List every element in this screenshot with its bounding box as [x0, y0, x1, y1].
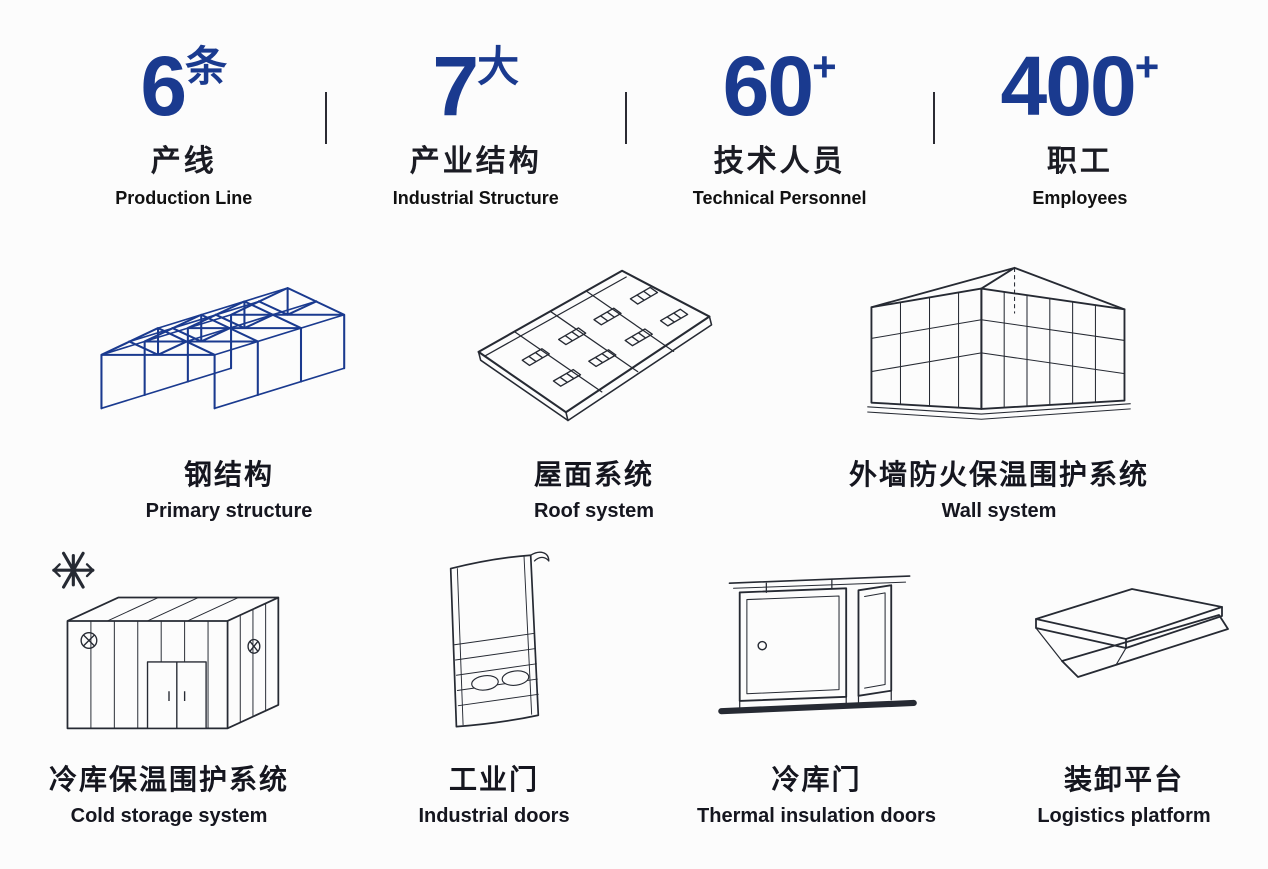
caption-en: Cold storage system — [70, 805, 268, 827]
products-row-2: 冷库保温围护系统 Cold storage system — [0, 537, 1268, 828]
stat-label-en: Production Line — [115, 188, 253, 208]
product-loading-platform: 装卸平台 Logistics platform — [982, 537, 1267, 828]
stat-label-zh: 职工 — [1046, 145, 1113, 178]
wall-enclosure-illustration — [764, 247, 1234, 437]
caption-zh: 冷库门 — [771, 764, 862, 795]
caption-zh: 工业门 — [448, 764, 539, 795]
products-row-1: 钢结构 Primary structure — [0, 247, 1268, 523]
caption-zh: 装卸平台 — [1063, 764, 1184, 795]
product-cold-storage: 冷库保温围护系统 Cold storage system — [2, 537, 337, 828]
stat-label-en: Employees — [1032, 188, 1128, 208]
caption-en: Industrial doors — [418, 805, 570, 827]
product-wall-system: 外墙防火保温围护系统 Wall system — [764, 247, 1234, 523]
stat-label-zh: 技术人员 — [713, 145, 846, 178]
steel-structure-illustration — [34, 247, 424, 437]
caption-en: Primary structure — [145, 500, 313, 522]
caption-en: Logistics platform — [1037, 805, 1211, 827]
cold-storage-room-icon — [52, 551, 280, 730]
stat-label-zh: 产线 — [150, 145, 217, 178]
cold-storage-room-illustration — [2, 537, 337, 742]
industrial-door-icon — [449, 551, 549, 728]
caption-zh: 钢结构 — [183, 459, 274, 490]
stat-number: 7大 — [393, 44, 559, 128]
roof-panels-icon — [477, 269, 713, 422]
stat-label-en: Technical Personnel — [692, 188, 867, 208]
cold-storage-door-icon — [718, 574, 917, 714]
stat-suffix: 大 — [477, 43, 520, 90]
cold-storage-door-illustration — [652, 537, 982, 742]
stats-row: 6条 产线 Production Line 7大 产业结构 Industrial… — [0, 0, 1268, 209]
dock-leveler-icon — [1035, 587, 1229, 678]
product-industrial-door: 工业门 Industrial doors — [337, 537, 652, 828]
stat-production-line: 6条 产线 Production Line — [75, 44, 293, 209]
product-cold-storage-door: 冷库门 Thermal insulation doors — [652, 537, 982, 828]
vertical-divider — [324, 92, 327, 144]
stat-number: 400+ — [1001, 44, 1160, 128]
stat-suffix: 条 — [185, 43, 228, 90]
stat-suffix: + — [1134, 43, 1160, 90]
product-steel-structure: 钢结构 Primary structure — [34, 247, 424, 523]
caption-en: Roof system — [533, 500, 655, 522]
stat-label-en: Industrial Structure — [392, 188, 559, 208]
stat-suffix: + — [812, 43, 837, 90]
vertical-divider — [932, 92, 935, 144]
stat-value: 6 — [140, 39, 187, 133]
stat-number: 6条 — [109, 44, 259, 128]
stat-number: 60+ — [693, 44, 867, 128]
product-roof-system: 屋面系统 Roof system — [424, 247, 764, 523]
stat-value: 60 — [722, 39, 814, 133]
dock-leveler-illustration — [982, 537, 1267, 742]
stat-technical-personnel: 60+ 技术人员 Technical Personnel — [659, 44, 901, 209]
steel-structure-icon — [100, 286, 346, 410]
caption-en: Thermal insulation doors — [697, 805, 936, 827]
wall-enclosure-icon — [867, 266, 1131, 420]
caption-zh: 屋面系统 — [533, 459, 654, 490]
roof-panels-illustration — [424, 247, 764, 437]
snowflake-icon — [52, 551, 95, 589]
industrial-door-illustration — [337, 537, 652, 742]
stat-value: 400 — [1000, 39, 1137, 133]
stat-industrial-structure: 7大 产业结构 Industrial Structure — [359, 44, 593, 209]
caption-en: Wall system — [941, 500, 1057, 522]
stat-label-zh: 产业结构 — [409, 145, 542, 178]
stat-employees: 400+ 职工 Employees — [967, 44, 1194, 209]
caption-zh: 外墙防火保温围护系统 — [848, 459, 1149, 490]
vertical-divider — [624, 92, 627, 144]
caption-zh: 冷库保温围护系统 — [48, 764, 289, 795]
stat-value: 7 — [432, 39, 479, 133]
